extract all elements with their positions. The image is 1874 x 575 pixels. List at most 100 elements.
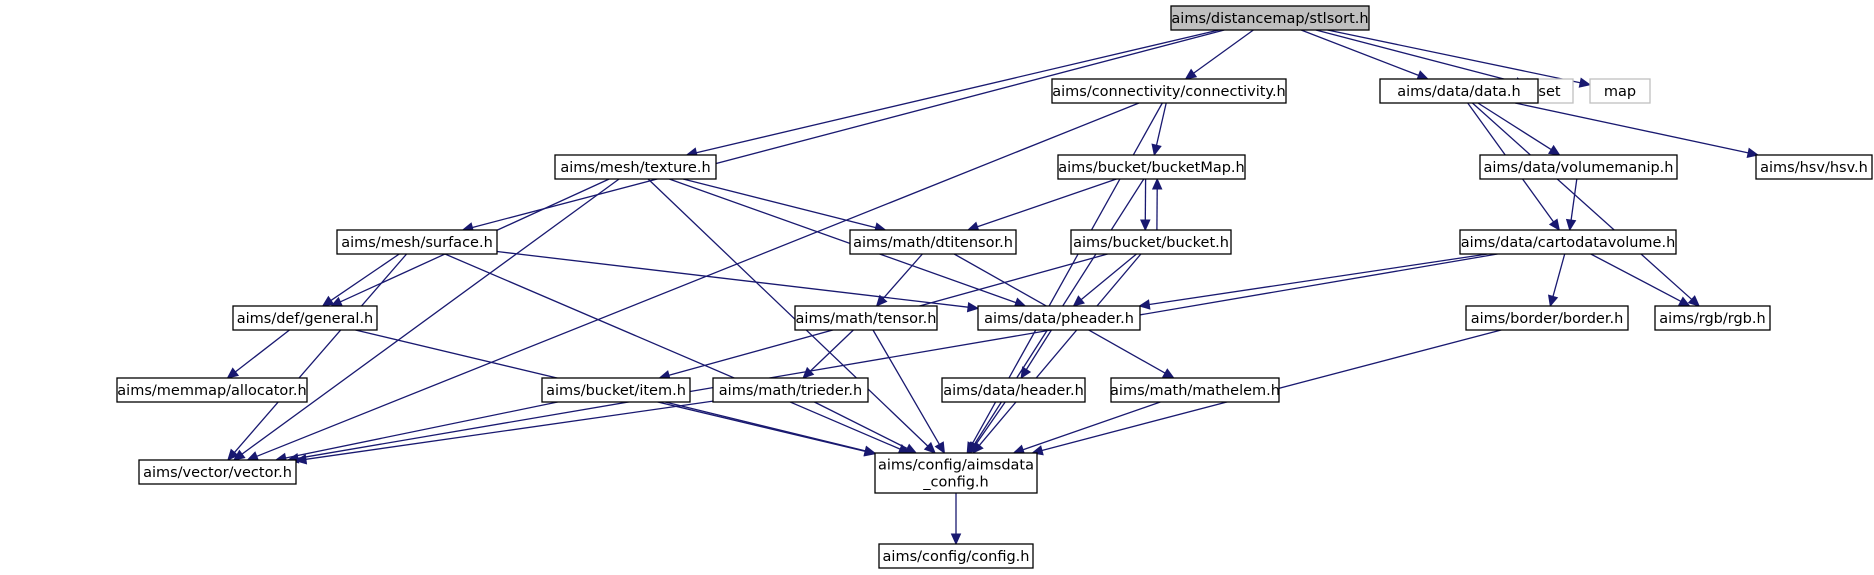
edge-line [444, 253, 901, 450]
node-box [1479, 154, 1678, 180]
node-alloc[interactable]: aims/memmap/allocator.h [116, 377, 308, 403]
node-label: aims/bucket/bucket.h [1073, 235, 1229, 251]
edge-trieder-to-adcfg [814, 401, 918, 454]
edge-tensor-to-adcfg [872, 329, 946, 455]
node-label: aims/bucket/bucketMap.h [1058, 160, 1244, 176]
node-box [1379, 78, 1539, 104]
node-label: aims/math/trieder.h [719, 383, 862, 399]
edge-surf-to-phdr [496, 250, 980, 313]
node-hsv[interactable]: aims/hsv/hsv.h [1755, 154, 1873, 180]
arrowhead [1072, 295, 1085, 307]
node-vmanip[interactable]: aims/data/volumemanip.h [1479, 154, 1678, 180]
node-item[interactable]: aims/bucket/item.h [541, 377, 691, 403]
arrowhead [1565, 218, 1577, 232]
edge-line [234, 253, 408, 453]
arrowhead [1138, 299, 1151, 310]
node-box [138, 459, 297, 485]
arrowhead [1151, 143, 1162, 157]
node-box [541, 377, 691, 403]
node-root: aims/distancemap/stlsort.h [1170, 5, 1370, 31]
edge-bucket-to-phdr [1072, 253, 1137, 307]
node-label: aims/data/pheader.h [984, 311, 1134, 327]
node-label: aims/config/aimsdata [878, 458, 1034, 474]
node-box [1070, 229, 1232, 255]
node-tex[interactable]: aims/mesh/texture.h [554, 154, 717, 180]
edge-line [1552, 253, 1566, 297]
node-adcfg[interactable]: aims/config/aimsdata_config.h [874, 452, 1038, 494]
node-label: aims/config/config.h [883, 549, 1030, 565]
arrowhead [1161, 368, 1175, 379]
edge-line [256, 102, 1140, 457]
node-rgb[interactable]: aims/rgb/rgb.h [1654, 305, 1771, 331]
edge-line [882, 253, 923, 299]
node-box [712, 377, 869, 403]
node-label: aims/hsv/hsv.h [1760, 160, 1868, 176]
edge-tex-to-dten [682, 178, 887, 233]
arrowhead [1184, 68, 1198, 80]
node-hdr[interactable]: aims/data/header.h [941, 377, 1086, 403]
edge-line [1570, 178, 1578, 221]
edge-line [330, 253, 400, 301]
node-label: aims/rgb/rgb.h [1659, 311, 1765, 327]
edge-line [1327, 29, 1581, 84]
edge-line [977, 178, 1117, 228]
node-conn[interactable]: aims/connectivity/connectivity.h [1051, 78, 1287, 104]
edge-line [305, 400, 714, 460]
node-label: aims/border/border.h [1471, 311, 1624, 327]
node-label: aims/def/general.h [237, 311, 374, 327]
edge-line [1300, 29, 1419, 77]
arrowhead [1687, 295, 1701, 307]
edge-line [1477, 102, 1552, 151]
node-dten[interactable]: aims/math/dtitensor.h [849, 229, 1017, 255]
node-label: aims/math/mathelem.h [1110, 383, 1280, 399]
arrowhead [875, 294, 888, 307]
node-surf[interactable]: aims/mesh/surface.h [336, 229, 498, 255]
edge-bmap-to-dten [966, 178, 1117, 232]
edge-line [1514, 102, 1749, 154]
node-label: aims/vector/vector.h [143, 465, 292, 481]
node-trieder[interactable]: aims/math/trieder.h [712, 377, 869, 403]
edge-vmanip-to-cvol [1565, 178, 1578, 232]
node-vector[interactable]: aims/vector/vector.h [138, 459, 297, 485]
arrowhead [1578, 77, 1592, 88]
node-border[interactable]: aims/border/border.h [1465, 305, 1629, 331]
arrowhead [1020, 366, 1032, 380]
node-bmap[interactable]: aims/bucket/bucketMap.h [1057, 154, 1246, 180]
arrowhead [1746, 147, 1760, 158]
node-tensor[interactable]: aims/math/tensor.h [794, 305, 938, 331]
edge-mathelem-to-adcfg [1012, 401, 1161, 455]
edge-line [496, 250, 969, 308]
arrowhead [950, 533, 962, 546]
node-label: aims/data/cartodatavolume.h [1461, 235, 1676, 251]
node-cvol[interactable]: aims/data/cartodatavolume.h [1459, 229, 1677, 255]
edge-root-to-map [1327, 29, 1592, 88]
node-box [1654, 305, 1771, 331]
edge-surf-to-vector [227, 253, 408, 461]
node-label: aims/distancemap/stlsort.h [1171, 11, 1368, 27]
arrowhead [227, 448, 239, 461]
edge-line [285, 401, 558, 459]
node-box [1755, 154, 1873, 180]
edge-item-to-adcfg [665, 401, 877, 456]
arrowhead [1677, 296, 1691, 307]
arrowhead [1548, 218, 1561, 231]
node-data[interactable]: aims/data/data.h [1379, 78, 1539, 104]
edge-cvol-to-vector [286, 253, 1498, 464]
edge-line [235, 329, 290, 373]
arrowhead [321, 295, 335, 307]
node-box [554, 154, 717, 180]
edge-data-to-vmanip [1477, 102, 1561, 156]
node-cfg[interactable]: aims/config/config.h [878, 543, 1034, 569]
edge-cvol-to-rgb [1590, 253, 1691, 307]
node-mathelem[interactable]: aims/math/mathelem.h [1110, 377, 1280, 403]
node-box [1459, 229, 1677, 255]
arrowhead [923, 441, 936, 454]
node-bucket[interactable]: aims/bucket/bucket.h [1070, 229, 1232, 255]
edge-conn-to-bmap [1151, 102, 1167, 157]
node-gen[interactable]: aims/def/general.h [232, 305, 378, 331]
arrowhead [226, 367, 240, 379]
node-phdr[interactable]: aims/data/pheader.h [977, 305, 1141, 331]
node-map[interactable]: map [1589, 78, 1651, 104]
edge-line [1193, 29, 1254, 74]
node-box [232, 305, 378, 331]
